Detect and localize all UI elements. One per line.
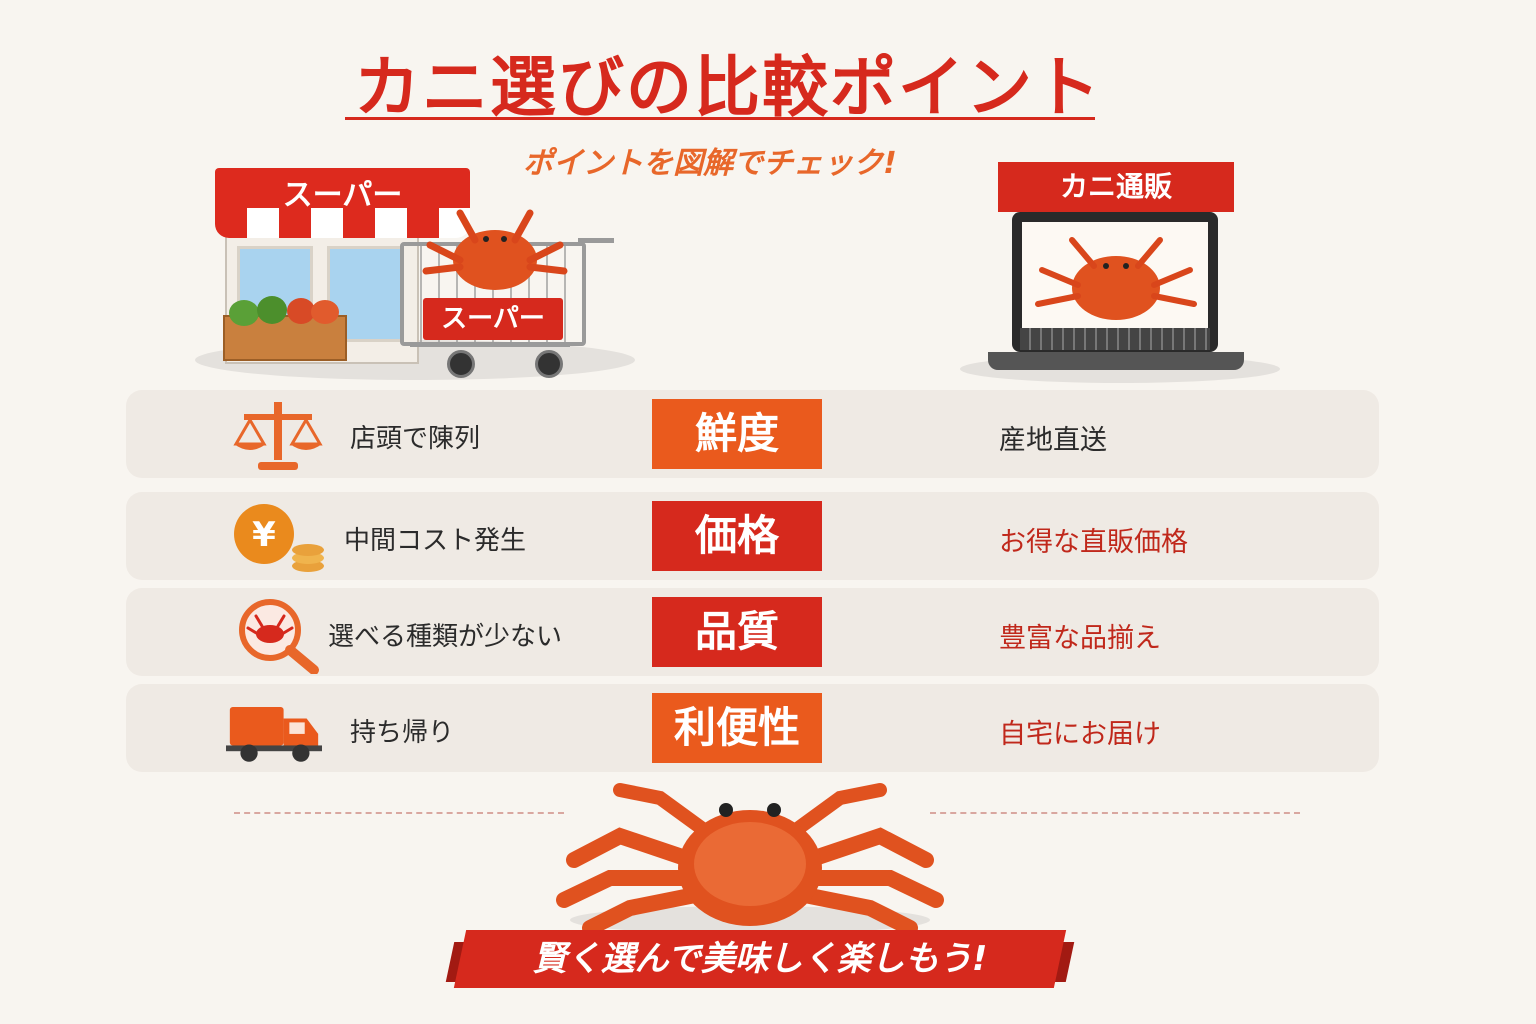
crab-in-cart-icon <box>422 209 568 290</box>
store-awning <box>215 208 470 238</box>
laptop-illustration: カニ通販 <box>960 160 1280 383</box>
comparison-row: 店頭で陳列 鮮度 産地直送 <box>126 390 1379 478</box>
row-left-label: 中間コスト発生 <box>344 526 527 556</box>
page-subtitle: ポイントを図解でチェック! <box>523 146 897 181</box>
crab-illustration <box>556 783 944 936</box>
row-left-label: 持ち帰り <box>350 718 455 748</box>
magnifier-crab-icon <box>239 599 319 674</box>
yen-coins-icon: ¥ <box>234 504 324 572</box>
criterion-label: 利便性 <box>652 693 822 763</box>
comparison-row: 持ち帰り 利便性 自宅にお届け <box>126 684 1379 772</box>
row-left-label: 店頭で陳列 <box>350 424 481 454</box>
row-right-label: 豊富な品揃え <box>999 623 1161 654</box>
comparison-row: 選べる種類が少ない 品質 豊富な品揃え <box>126 588 1379 676</box>
scale-icon <box>233 402 323 470</box>
delivery-truck-icon <box>226 707 322 762</box>
store-roof <box>215 168 470 208</box>
svg-text:¥: ¥ <box>252 515 276 555</box>
cart-sign: スーパー <box>423 298 563 340</box>
criterion-label: 鮮度 <box>652 399 822 469</box>
divider <box>234 812 564 814</box>
row-left-label: 選べる種類が少ない <box>328 622 563 652</box>
criterion-label: 価格 <box>652 501 822 571</box>
criterion-label: 品質 <box>652 597 822 667</box>
divider <box>930 812 1300 814</box>
page-title: カニ選びの比較ポイント <box>354 49 1102 126</box>
store-sign: スーパー <box>282 178 403 213</box>
supermarket-illustration: スーパー スーパー <box>195 150 635 390</box>
comparison-row: ¥ 中間コスト発生 価格 お得な直販価格 <box>126 492 1379 580</box>
crab-on-screen-icon <box>1035 237 1197 320</box>
title-underline <box>345 117 1095 120</box>
laptop-base <box>988 352 1244 370</box>
row-right-label: お得な直販価格 <box>999 527 1188 558</box>
laptop-keyboard <box>1020 328 1210 350</box>
online-shop-sign: カニ通販 <box>998 162 1234 212</box>
closing-message: 賢く選んで美味しく楽しもう! <box>532 939 988 979</box>
row-right-label: 産地直送 <box>999 425 1107 456</box>
row-right-label: 自宅にお届け <box>999 719 1161 750</box>
